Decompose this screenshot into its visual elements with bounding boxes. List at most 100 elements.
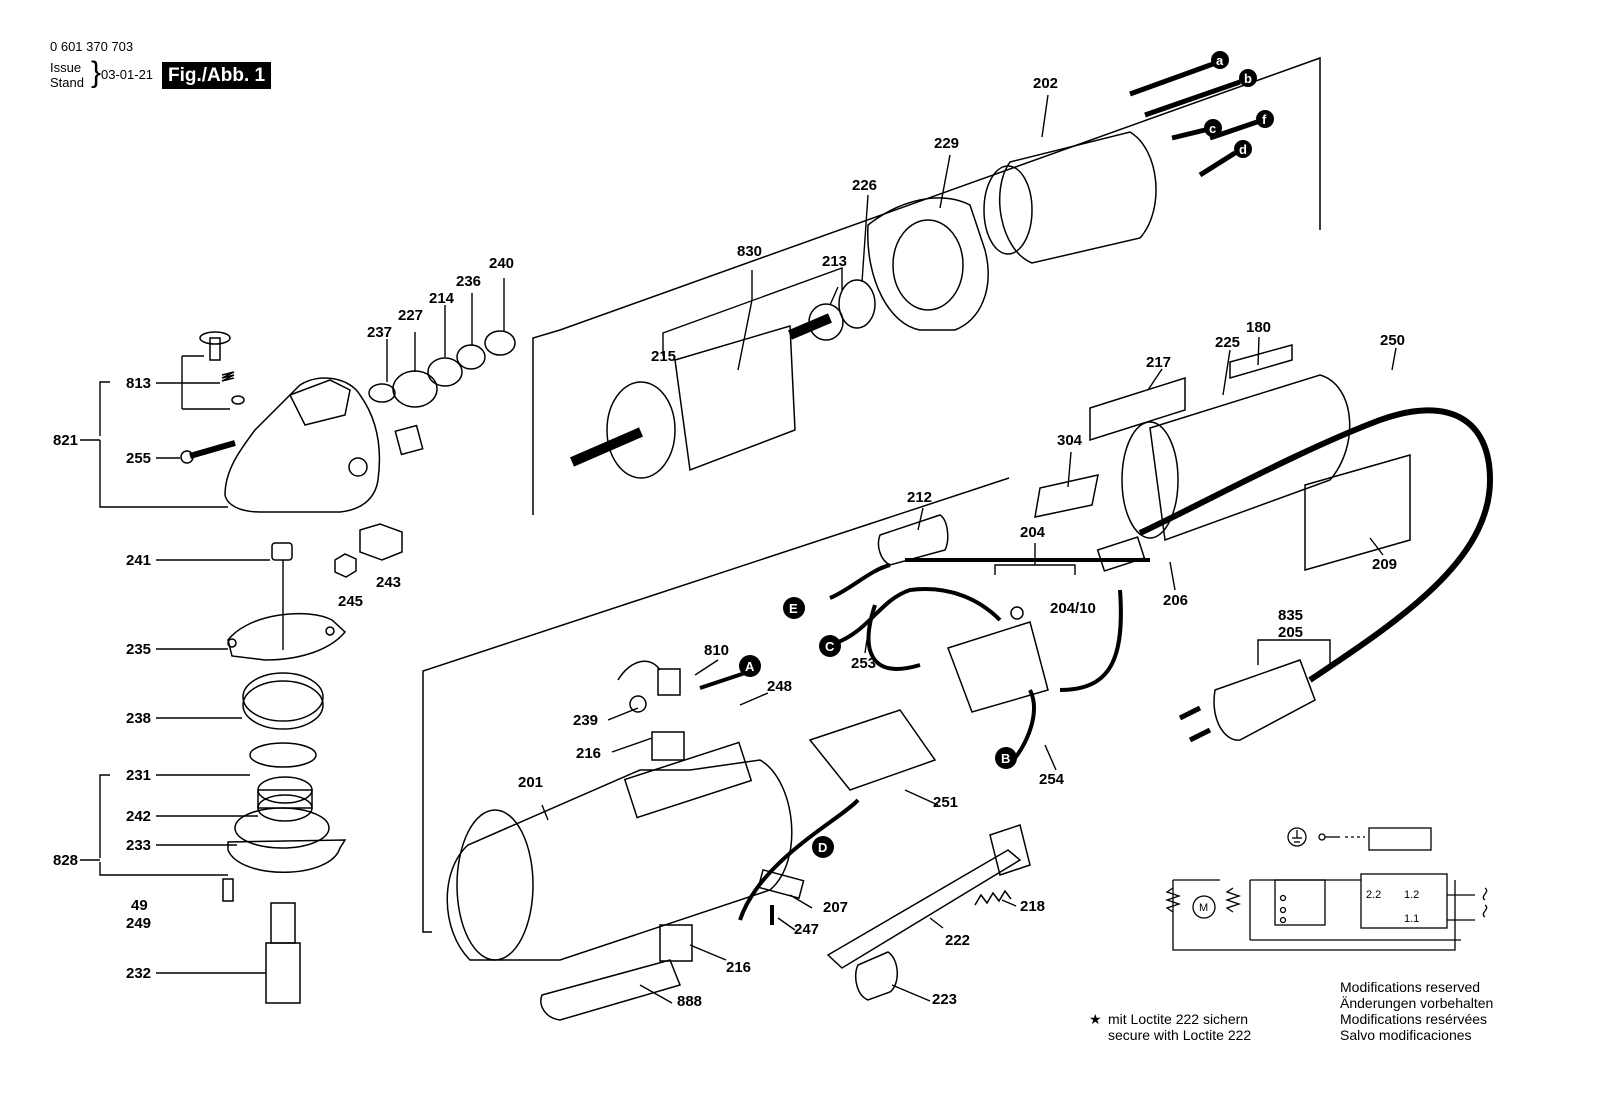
callout-226: 226 <box>852 177 877 194</box>
brush-wire <box>617 660 661 681</box>
connector-f: f <box>1209 110 1274 141</box>
ring-236 <box>456 344 486 370</box>
callout-216-upper: 216 <box>576 745 601 762</box>
callout-202: 202 <box>1033 75 1058 92</box>
callout-225: 225 <box>1215 334 1240 351</box>
callout-180: 180 <box>1246 319 1271 336</box>
lower-frame <box>422 477 1010 933</box>
spindle-232 <box>270 902 296 944</box>
callout-238: 238 <box>126 710 151 727</box>
callout-247: 247 <box>794 921 819 938</box>
bearing-241 <box>271 542 293 561</box>
connector-b: b <box>1144 69 1257 118</box>
schematic-box-controller <box>1360 873 1448 929</box>
switch-head <box>989 824 1031 876</box>
bearing-226 <box>838 279 876 329</box>
ring-214 <box>427 357 463 387</box>
screw-249 <box>222 878 234 902</box>
svg-text:D: D <box>818 840 827 855</box>
gear-head-housing <box>224 377 381 513</box>
brace-glyph: } <box>91 56 102 89</box>
modifications-es: Salvo modificaciones <box>1340 1027 1472 1043</box>
callout-828: 828 <box>53 852 78 869</box>
gasket-235 <box>227 612 347 661</box>
connector-badges: a b c f d <box>739 51 1274 858</box>
motor-housing-225 <box>1149 374 1351 542</box>
callout-253: 253 <box>851 655 876 672</box>
modifications-en: Modifications reserved <box>1340 979 1481 995</box>
callout-243: 243 <box>376 574 401 591</box>
callout-239: 239 <box>573 712 598 729</box>
circlip-231 <box>249 742 317 768</box>
svg-text:b: b <box>1244 71 1252 86</box>
callout-209: 209 <box>1372 556 1397 573</box>
callout-213: 213 <box>822 253 847 270</box>
cable-sleeve-206 <box>1096 536 1146 572</box>
connector-D: D <box>812 836 834 858</box>
callout-204: 204 <box>1020 524 1046 541</box>
brush-holder-216b <box>659 924 693 962</box>
callout-235: 235 <box>126 641 151 658</box>
motor-housing-201 <box>446 759 793 961</box>
callout-835: 835 <box>1278 607 1303 624</box>
issue-label: Issue <box>50 60 82 75</box>
slide-button-223 <box>855 951 898 1001</box>
document-number: 0 601 370 703 <box>50 39 134 54</box>
callout-232: 232 <box>126 965 151 982</box>
callout-254: 254 <box>1039 771 1065 788</box>
callout-248: 248 <box>767 678 792 695</box>
callout-49: 49 <box>131 897 148 914</box>
callout-217: 217 <box>1146 354 1171 371</box>
brush-holder-216a <box>651 731 685 761</box>
callout-255: 255 <box>126 450 151 467</box>
svg-text:d: d <box>1239 142 1247 157</box>
gear-head-top <box>288 379 351 426</box>
schematic-labels: M 2.2 1.2 1.1 <box>1199 889 1419 925</box>
modifications-de: Änderungen vorbehalten <box>1340 995 1494 1011</box>
screw-255 <box>189 440 236 459</box>
terminal-1-1: 1.1 <box>1404 913 1419 925</box>
brush-810 <box>657 668 681 696</box>
callout-236: 236 <box>456 273 481 290</box>
callout-212: 212 <box>907 489 932 506</box>
issue-date: 03-01-21 <box>101 67 154 82</box>
svg-text:E: E <box>789 601 798 616</box>
svg-text:a: a <box>1216 53 1224 68</box>
label-888 <box>540 959 682 1021</box>
connector-A: A <box>739 655 761 677</box>
gear-head-port <box>348 457 368 477</box>
mesh-filter <box>394 424 424 456</box>
connector-c: c <box>1171 119 1222 141</box>
callout-240: 240 <box>489 255 514 272</box>
callout-201: 201 <box>518 774 543 791</box>
wire-E <box>829 563 891 600</box>
clip-207 <box>757 868 805 900</box>
capacitor-212 <box>877 514 949 566</box>
callout-222: 222 <box>945 932 970 949</box>
cover-251 <box>808 709 937 791</box>
wire-A <box>699 670 749 690</box>
pinion-243 <box>359 523 403 561</box>
spindle-lock-pin <box>209 337 221 361</box>
svg-text:A: A <box>745 659 755 674</box>
washer-237 <box>368 383 396 403</box>
stand-label: Stand <box>50 75 84 90</box>
callout-214: 214 <box>429 290 455 307</box>
schematic-box-electronic <box>1274 879 1326 926</box>
field-202 <box>998 131 1157 264</box>
connector-B: B <box>995 747 1017 769</box>
loctite-note-de: mit Loctite 222 sichern <box>1108 1011 1249 1027</box>
label-209 <box>1304 454 1411 571</box>
callout-813: 813 <box>126 375 151 392</box>
armature-shaft <box>570 427 643 467</box>
callout-231: 231 <box>126 767 151 784</box>
wire-return <box>1059 589 1123 692</box>
label-304 <box>1034 474 1099 518</box>
switch-rod-222 <box>826 849 1022 969</box>
callout-207: 207 <box>823 899 848 916</box>
callout-227: 227 <box>398 307 423 324</box>
label-180 <box>1229 344 1293 379</box>
connector-a: a <box>1129 51 1229 97</box>
callout-830: 830 <box>737 243 762 260</box>
svg-text:f: f <box>1262 112 1267 127</box>
